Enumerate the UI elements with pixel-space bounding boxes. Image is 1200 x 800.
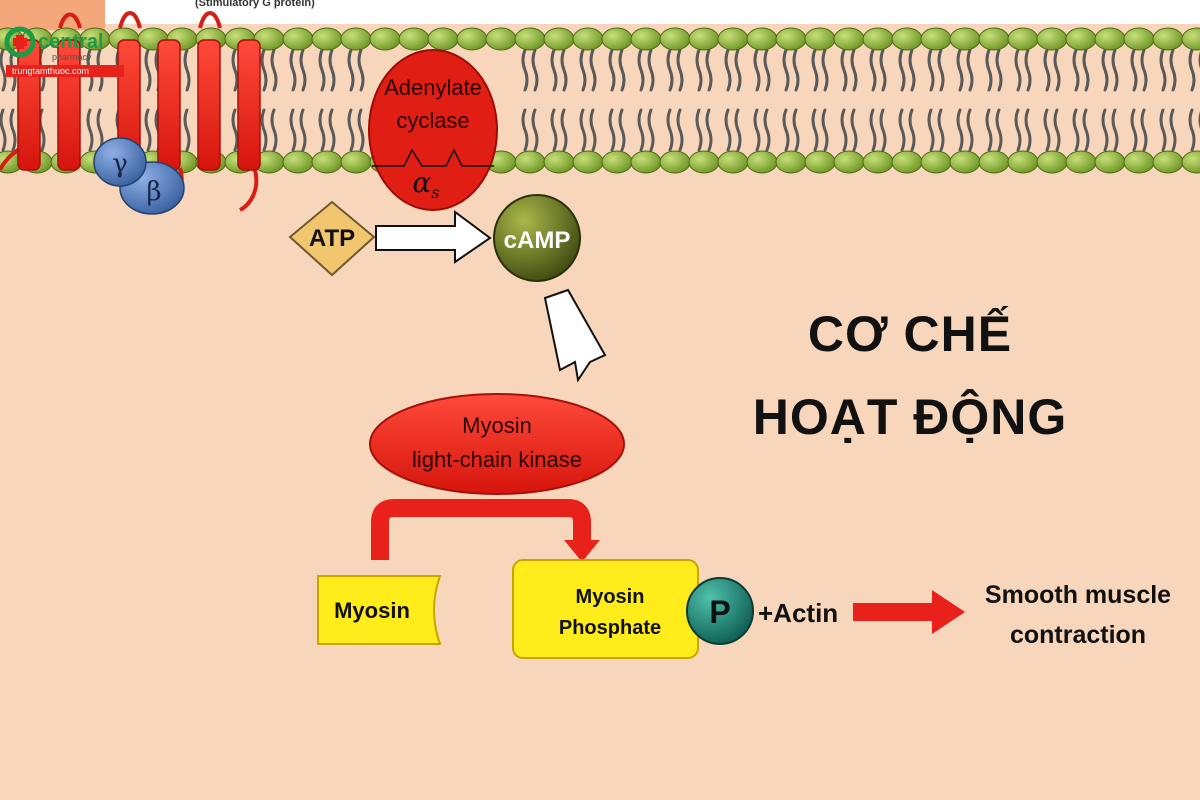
- heading-line-1: CƠ CHẾ: [807, 306, 1013, 362]
- camp-label: cAMP: [504, 227, 571, 254]
- myosin-label: Myosin: [334, 598, 410, 623]
- camp-node: cAMP: [493, 194, 581, 282]
- gamma-subunit: [93, 137, 147, 187]
- mlck-label-1: Myosin: [462, 413, 532, 438]
- phosphate-node: P: [686, 577, 754, 645]
- lipid-tails: [0, 48, 1200, 152]
- adenylate-cyclase: Adenylate cyclase αs: [368, 49, 498, 211]
- atp-to-camp-arrow: [375, 210, 492, 264]
- mlck-node: Myosin light-chain kinase: [369, 393, 625, 495]
- beta-label: β: [146, 177, 161, 207]
- contraction-arrow: [853, 590, 965, 634]
- myosin-phosphate-node: Myosin Phosphate: [512, 559, 699, 659]
- mlck-label-2: light-chain kinase: [412, 447, 582, 472]
- enzyme-label-2: cyclase: [396, 108, 469, 133]
- phosphate-label: P: [709, 594, 730, 630]
- brand-logo: central pharmacy trungtamthuoc.com: [4, 26, 124, 77]
- gamma-label: γ: [112, 149, 128, 179]
- logo-brand: central: [38, 31, 104, 53]
- g-protein: γ β: [93, 137, 185, 215]
- actin-label: +Actin: [758, 598, 838, 628]
- myosin-node: Myosin: [317, 575, 442, 645]
- alpha-binding-line: [372, 148, 494, 167]
- result-label-2: contraction: [1010, 621, 1146, 649]
- camp-to-kinase-arrow: [543, 288, 607, 383]
- heading-line-2: HOẠT ĐỘNG: [752, 389, 1068, 445]
- logo-sub: pharmacy: [52, 52, 92, 62]
- phosphorylation-arrow: [371, 499, 600, 562]
- result-label-1: Smooth muscle: [985, 581, 1171, 609]
- atp-label: ATP: [309, 225, 355, 252]
- logo-ring-icon: [4, 26, 36, 58]
- alpha-s-label: αs: [412, 166, 439, 202]
- extracellular-band: [0, 0, 1200, 24]
- atp-node: ATP: [288, 200, 376, 277]
- logo-url: trungtamthuoc.com: [12, 66, 89, 76]
- header-fragment: (Stimulatory G protein): [195, 0, 315, 9]
- myosin-phosphate-label-2: Phosphate: [559, 617, 661, 639]
- enzyme-label-1: Adenylate: [384, 75, 482, 100]
- myosin-phosphate-label-1: Myosin: [576, 586, 645, 608]
- receptor-protein: [0, 11, 261, 212]
- corner-block: [0, 0, 105, 30]
